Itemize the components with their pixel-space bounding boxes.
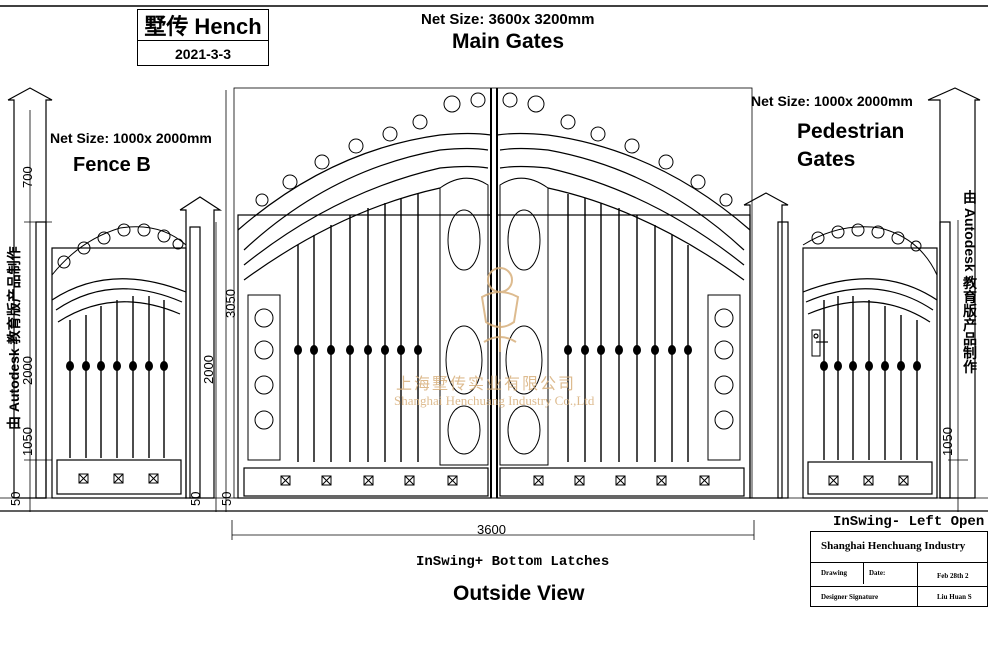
watermark-cn: 上海墅传实业有限公司 <box>396 376 577 393</box>
pedestrian-gate <box>743 87 981 499</box>
tb-designer-label: Designer Signature <box>821 593 879 601</box>
inswing-bottom-note: InSwing+ Bottom Latches <box>416 554 610 570</box>
drawing-date: 2021-3-3 <box>174 45 232 62</box>
fence-title: Fence B <box>73 154 151 176</box>
dim-1050-left: 1050 <box>20 427 35 456</box>
inswing-left-note: InSwing- Left Open <box>833 514 985 530</box>
pedestrian-title-line1: Pedestrian <box>797 120 905 143</box>
main-net-size: Net Size: 3600x 3200mm <box>421 11 595 28</box>
dim-50-mid2: 50 <box>219 491 234 506</box>
title-block: Shanghai Henchuang Industry Drawing Date… <box>810 531 988 607</box>
tb-drawing-label: Drawing <box>821 569 848 577</box>
pedestrian-net-size: Net Size: 1000x 2000mm <box>751 93 913 109</box>
pedestrian-autodesk-note: 由 Autodesk 教育版产品制作 <box>962 190 978 374</box>
fence-b <box>7 87 223 499</box>
dimension-lines <box>24 90 968 540</box>
dim-3600: 3600 <box>477 522 506 537</box>
fence-net-size: Net Size: 1000x 2000mm <box>50 130 212 146</box>
dim-50-left: 50 <box>8 491 23 506</box>
tb-company: Shanghai Henchuang Industry <box>821 540 966 552</box>
fence-autodesk-note: 由 Autodesk 教育版产品制作 <box>6 246 22 430</box>
tb-date-label: Date: <box>869 569 886 577</box>
main-gates <box>233 87 753 499</box>
outside-view-title: Outside View <box>453 582 585 605</box>
title-box: 墅传 Hench 2021-3-3 <box>137 9 269 66</box>
main-gates-title: Main Gates <box>452 30 565 53</box>
tb-date-value: Feb 28th 2 <box>937 572 969 580</box>
dim-1050-right: 1050 <box>940 427 955 456</box>
dim-3050: 3050 <box>223 289 238 318</box>
dim-700: 700 <box>20 166 35 188</box>
dim-50-mid1: 50 <box>188 491 203 506</box>
dim-2000-mid: 2000 <box>201 355 216 384</box>
brand-name: 墅传 Hench <box>138 10 268 41</box>
pedestrian-title-line2: Gates <box>797 148 856 171</box>
watermark-en: Shanghai Henchuang Industry Co.,Ltd <box>394 393 595 408</box>
tb-designer-name: Liu Huan S <box>937 593 972 601</box>
dim-2000-left: 2000 <box>20 356 35 385</box>
company-logo-watermark <box>474 262 526 357</box>
